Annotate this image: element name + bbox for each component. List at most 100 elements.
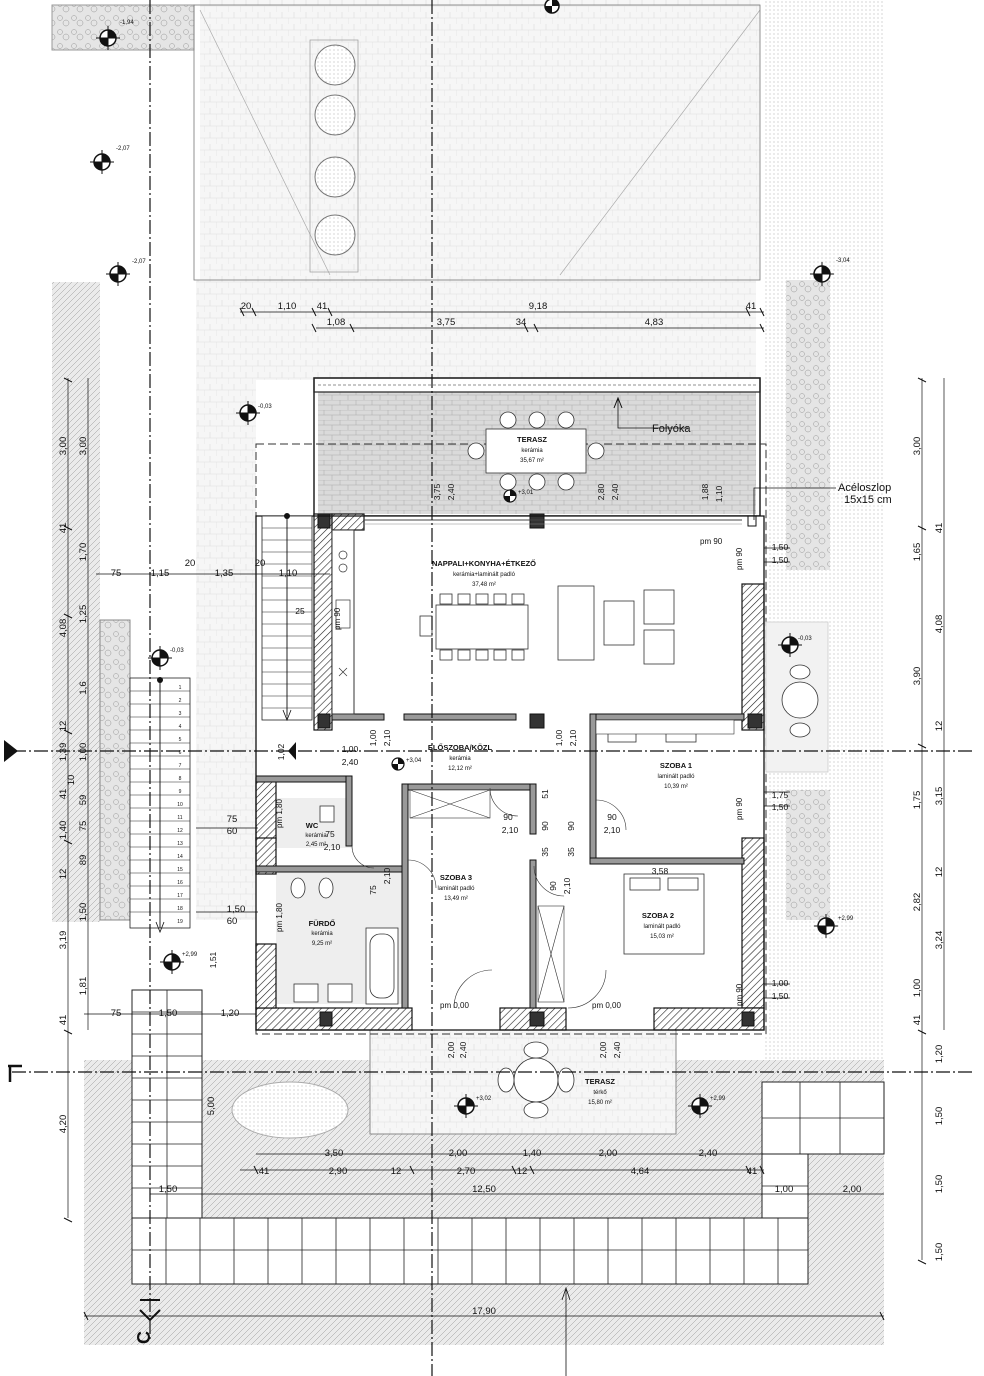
dimension: 34 (516, 317, 527, 328)
dimension: 3,00 (912, 437, 923, 456)
room-finish: kerámia (521, 448, 543, 454)
level-text: -0,03 (170, 648, 184, 654)
room-finish: laminált padló (657, 774, 695, 780)
room-name: WC (306, 821, 319, 830)
dimension: 41 (259, 1166, 270, 1177)
level-text: -0,03 (798, 636, 812, 642)
room-area: 35,67 m² (520, 458, 544, 464)
dimension: 1,88 (700, 483, 710, 500)
dimension: 12 (934, 867, 945, 878)
pm-label: pm 90 (735, 797, 744, 820)
dimension: 59 (78, 795, 89, 806)
room-area: 9,25 m² (312, 941, 332, 947)
dimension: 41 (317, 301, 328, 312)
block-pavers (131, 989, 885, 1285)
bed-icon (607, 721, 705, 955)
dimension: 2,10 (568, 729, 578, 746)
room-name: SZOBA 1 (660, 761, 692, 770)
dimension: 20 (241, 301, 252, 312)
room-name: TERASZ (517, 435, 547, 444)
stair-number: 19 (177, 919, 183, 925)
lawn-left (52, 282, 100, 922)
dimension: 1,50 (227, 904, 246, 915)
note-aceloszlop: Acéloszlop (838, 482, 891, 494)
dimension: 2,40 (612, 1041, 622, 1058)
level-text: +3,04 (406, 758, 422, 764)
dimension: 20 (255, 558, 266, 569)
dimension: 1,00 (368, 729, 378, 746)
room-area: 15,80 m² (588, 1100, 612, 1106)
room-area: 2,45 m² (306, 842, 326, 848)
room-name: SZOBA 2 (642, 911, 674, 920)
terrace-table-icon (467, 411, 605, 491)
dimension: 2,00 (449, 1148, 468, 1159)
dimension: 35 (540, 847, 550, 857)
dimension: 12 (934, 721, 945, 732)
stair-number: 7 (179, 763, 182, 769)
dimension: 25 (295, 606, 305, 616)
dimension: 12 (58, 721, 69, 732)
dimension: 20 (185, 558, 196, 569)
dimension: 1,02 (276, 743, 286, 760)
dimension: 1,00 (78, 743, 89, 762)
wc-floor (276, 798, 352, 848)
level-text: -2,07 (116, 146, 130, 152)
dimension: 1,50 (772, 991, 789, 1001)
pm-label: pm 0,00 (592, 1001, 621, 1010)
level-marker-icon (90, 0, 838, 1118)
stair-number: 8 (179, 776, 182, 782)
pm-label: pm 0,00 (440, 1001, 469, 1010)
level-text: +2,99 (710, 1096, 726, 1102)
dimension: 3,58 (652, 866, 669, 876)
dining-table-icon (419, 593, 529, 661)
stair-number: 18 (177, 906, 183, 912)
room-finish: laminált padló (643, 924, 681, 930)
round-table-icon (497, 1041, 575, 1119)
stair-number: 2 (179, 698, 182, 704)
level-text: +2,99 (182, 952, 198, 958)
room-finish: térkő (593, 1090, 607, 1096)
level-text: +3,02 (476, 1096, 492, 1102)
level-text: -1,94 (120, 20, 134, 26)
stair-number: 10 (177, 802, 183, 808)
level-text: +3,01 (518, 490, 534, 496)
section-label: C (134, 1331, 154, 1344)
dimension: 2,40 (446, 483, 456, 500)
walls (255, 513, 765, 1031)
dimension: 1,08 (327, 317, 346, 328)
dimension: 2,40 (458, 1041, 468, 1058)
dimension: 75 (227, 814, 238, 825)
dimension: 4,20 (58, 1115, 69, 1134)
room-name: ELŐSZOBA/KÖZL (428, 743, 493, 752)
room-finish: kerámia (305, 833, 327, 839)
dimension: 2,40 (699, 1148, 718, 1159)
dimension: 1,50 (772, 542, 789, 552)
dimension: 1,50 (159, 1184, 178, 1195)
dimension: 3,00 (78, 437, 89, 456)
dimension: 3,75 (437, 317, 456, 328)
pm-label: pm 90 (735, 547, 744, 570)
room-finish: kerámia+laminált padló (453, 572, 516, 578)
dimension: 1,40 (523, 1148, 542, 1159)
dimension: 4,64 (631, 1166, 650, 1177)
dimension: 75 (368, 885, 378, 895)
dimension: 1,10 (278, 301, 297, 312)
dimension: 4,08 (934, 615, 945, 634)
dimension: 75 (325, 829, 335, 839)
stair-number: 12 (177, 828, 183, 834)
stair-number: 9 (179, 789, 182, 795)
dimension: 3,75 (432, 483, 442, 500)
dimension: 1,00 (772, 978, 789, 988)
dimension: 75 (78, 821, 89, 832)
level-text: +2,99 (838, 916, 854, 922)
dimension: 10 (66, 775, 77, 786)
dimension: 51 (540, 789, 550, 799)
dimension: 41 (746, 301, 757, 312)
stair-number: 11 (177, 815, 182, 821)
dimension: 3,15 (934, 787, 945, 806)
stair-number: 1 (179, 685, 182, 691)
dimension: 1,00 (912, 979, 923, 998)
dimension: 41 (58, 789, 69, 800)
dimension: 1,50 (78, 903, 89, 922)
